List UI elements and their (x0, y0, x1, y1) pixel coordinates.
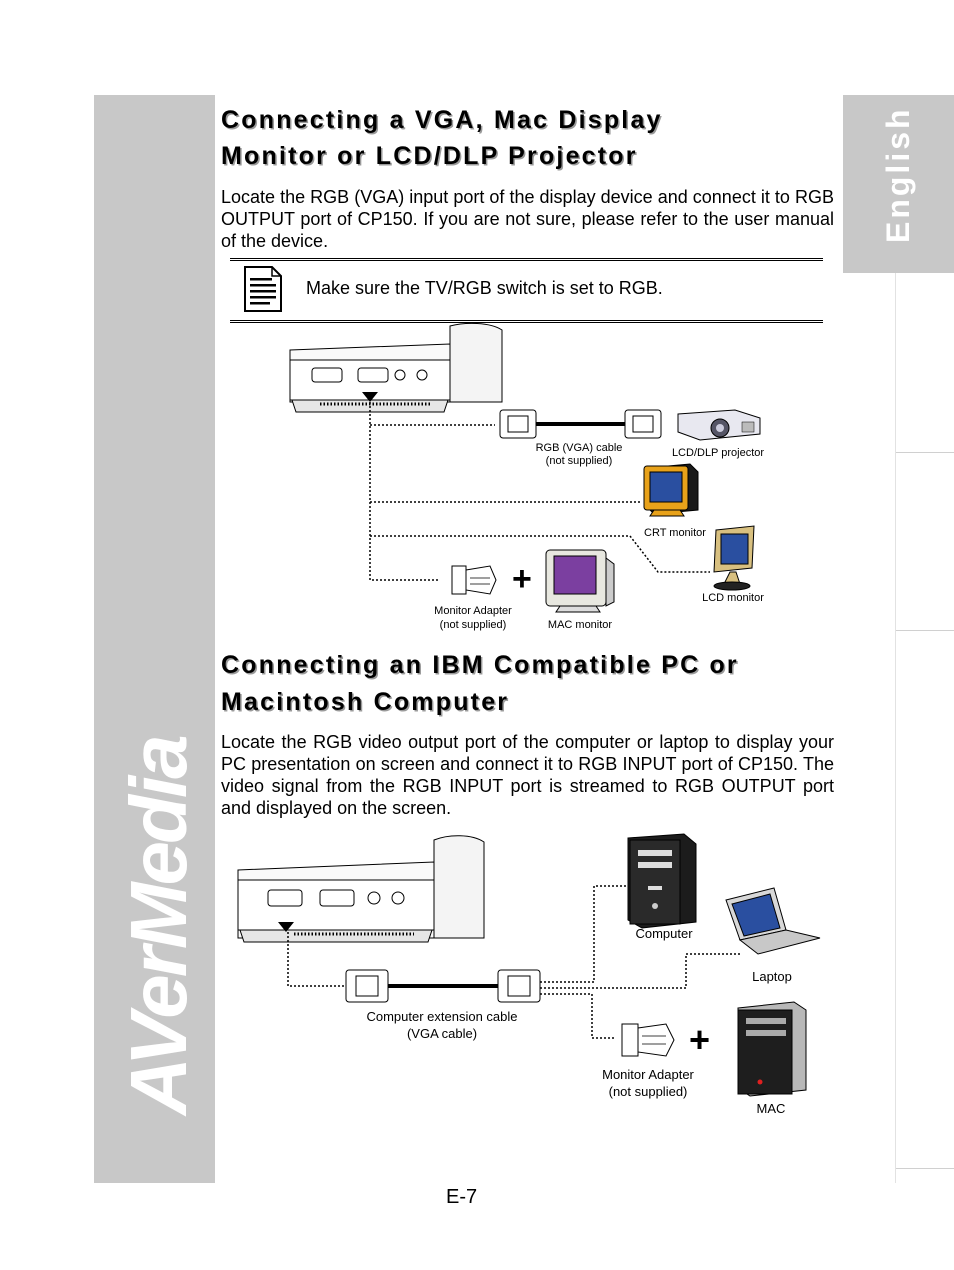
crt-monitor-icon (643, 463, 699, 517)
right-rail (895, 273, 896, 1183)
section2-title-line1: Connecting an IBM Compatible PC or (221, 651, 739, 679)
adapter-label-1: Monitor Adapter (434, 605, 512, 617)
section2-body: Locate the RGB video output port of the … (221, 732, 834, 818)
monitor-adapter-icon-2 (621, 1023, 675, 1057)
mac-monitor-label: MAC monitor (548, 619, 613, 631)
avermedia-logo: AVerMedia (114, 736, 203, 1117)
vga-connection-diagram: + RGB (VGA) cable (not supplied) LCD/DLP… (289, 322, 764, 631)
rgb-cable-label-2: (not supplied) (546, 455, 613, 467)
adapter-label-2b: (not supplied) (609, 1084, 688, 1099)
adapter-label-2: (not supplied) (440, 619, 507, 631)
section2-title-line2: Macintosh Computer (221, 688, 510, 716)
note-icon (244, 266, 282, 312)
lcd-monitor-label: LCD monitor (702, 592, 764, 604)
computer-extension-cable (345, 969, 541, 1003)
section1-title-line2: Monitor or LCD/DLP Projector (221, 142, 638, 170)
pc-connection-diagram: + Computer Laptop Computer extension cab… (237, 833, 821, 1116)
right-divider-2 (895, 630, 954, 631)
mac-label: MAC (757, 1101, 786, 1116)
cable-label-2: (VGA cable) (407, 1026, 477, 1041)
language-tab (843, 95, 954, 273)
mac-tower-icon (737, 1001, 807, 1097)
computer-tower-icon (627, 833, 697, 929)
projector-label: LCD/DLP projector (672, 447, 764, 459)
note-box: Make sure the TV/RGB switch is set to RG… (230, 258, 823, 323)
right-divider-3 (895, 1168, 954, 1169)
page-number: E-7 (446, 1186, 478, 1208)
plus-sign-1: + (512, 560, 532, 598)
mac-monitor-icon (545, 549, 615, 613)
note-text: Make sure the TV/RGB switch is set to RG… (306, 278, 663, 298)
rgb-cable-label-1: RGB (VGA) cable (536, 442, 623, 454)
adapter-label-1b: Monitor Adapter (602, 1067, 694, 1082)
section1-body: Locate the RGB (VGA) input port of the d… (221, 187, 834, 251)
left-side-band (94, 95, 215, 1183)
plus-sign-2: + (689, 1019, 710, 1060)
monitor-adapter-icon (451, 565, 497, 595)
right-divider-1 (895, 452, 954, 453)
computer-label: Computer (635, 926, 693, 941)
cable-label-1: Computer extension cable (366, 1009, 517, 1024)
lcd-monitor-icon (713, 525, 755, 591)
section1-title-line1: Connecting a VGA, Mac Display (221, 106, 663, 134)
laptop-icon (725, 887, 821, 955)
cp150-device-2 (237, 835, 485, 943)
avermedia-logo-text: AVerMedia (114, 736, 203, 1117)
language-tab-label: English (880, 106, 916, 243)
crt-monitor-label: CRT monitor (644, 527, 706, 539)
rgb-vga-cable (499, 409, 662, 439)
cp150-device (289, 322, 503, 413)
laptop-label: Laptop (752, 969, 792, 984)
projector-icon (677, 409, 761, 441)
